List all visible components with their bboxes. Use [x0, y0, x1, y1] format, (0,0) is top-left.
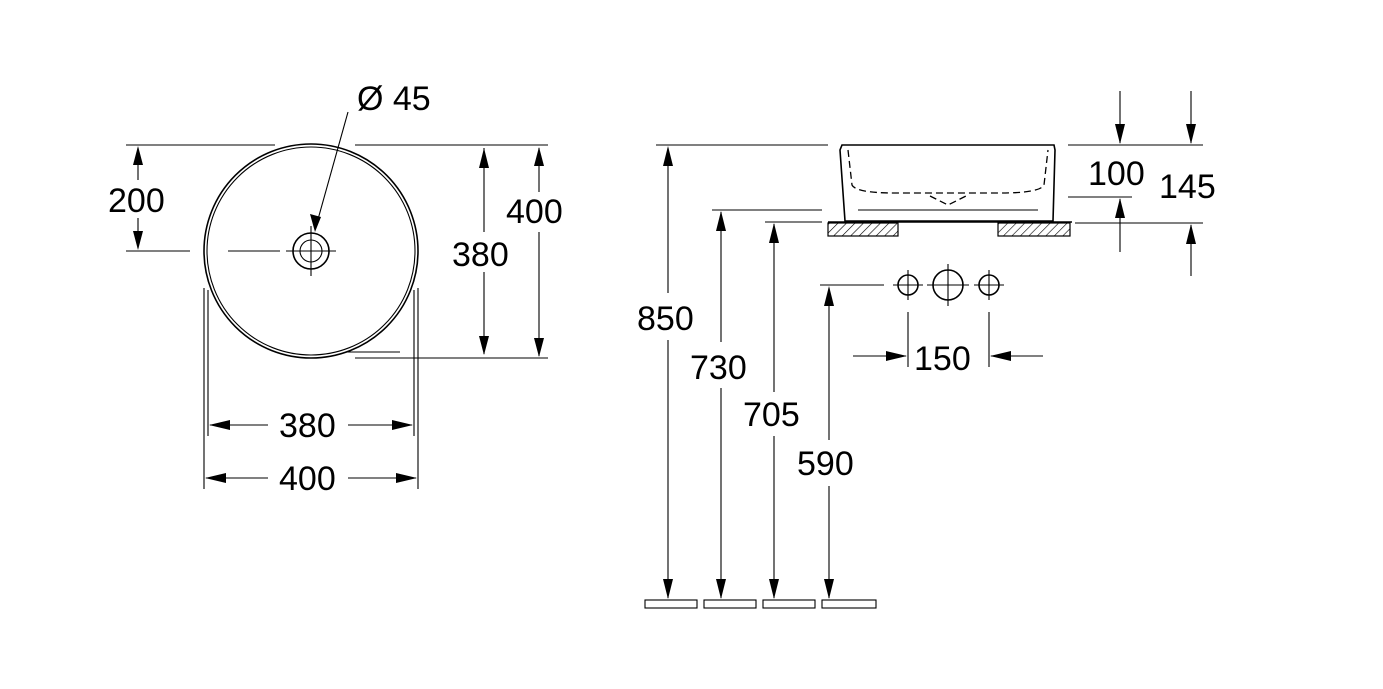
dim-730: 730 — [690, 211, 747, 599]
dim-200: 200 — [108, 146, 165, 250]
svg-text:145: 145 — [1159, 168, 1216, 206]
countertop-right — [997, 222, 1071, 237]
top-view: Ø 45 200 380 400 — [108, 80, 563, 498]
drain-diameter-label: Ø 45 — [357, 80, 431, 118]
svg-text:705: 705 — [743, 396, 800, 434]
dim-145: 145 — [1159, 91, 1216, 276]
basin-inner-rim — [206, 146, 416, 356]
tap-hole-center — [927, 264, 969, 306]
svg-text:730: 730 — [690, 349, 747, 387]
dim-380-width: 380 — [209, 407, 413, 445]
svg-text:150: 150 — [914, 340, 971, 378]
basin-inner-dashed — [847, 149, 1049, 194]
dim-150: 150 — [853, 312, 1043, 378]
basin-outer-rim — [203, 143, 419, 359]
dim-380-depth: 380 — [452, 148, 509, 355]
dim-850: 850 — [637, 146, 694, 599]
side-view: 850 730 705 590 — [637, 91, 1216, 609]
dim-705: 705 — [743, 223, 800, 599]
svg-text:590: 590 — [797, 445, 854, 483]
basin-side-outline — [839, 144, 1056, 222]
svg-text:380: 380 — [279, 407, 336, 445]
svg-text:850: 850 — [637, 300, 694, 338]
countertop-left — [827, 222, 899, 237]
svg-text:400: 400 — [506, 193, 563, 231]
dim-590: 590 — [797, 286, 854, 599]
drain-symbol — [286, 226, 336, 276]
dim-100: 100 — [1088, 91, 1145, 252]
svg-text:400: 400 — [279, 460, 336, 498]
tap-hole-left — [893, 270, 923, 300]
dim-400-width: 400 — [205, 460, 417, 498]
svg-text:380: 380 — [452, 236, 509, 274]
drain-leader — [314, 111, 349, 231]
svg-text:200: 200 — [108, 182, 165, 220]
dim-400-depth: 400 — [506, 147, 563, 357]
tap-hole-right — [974, 270, 1004, 300]
svg-text:100: 100 — [1088, 155, 1145, 193]
